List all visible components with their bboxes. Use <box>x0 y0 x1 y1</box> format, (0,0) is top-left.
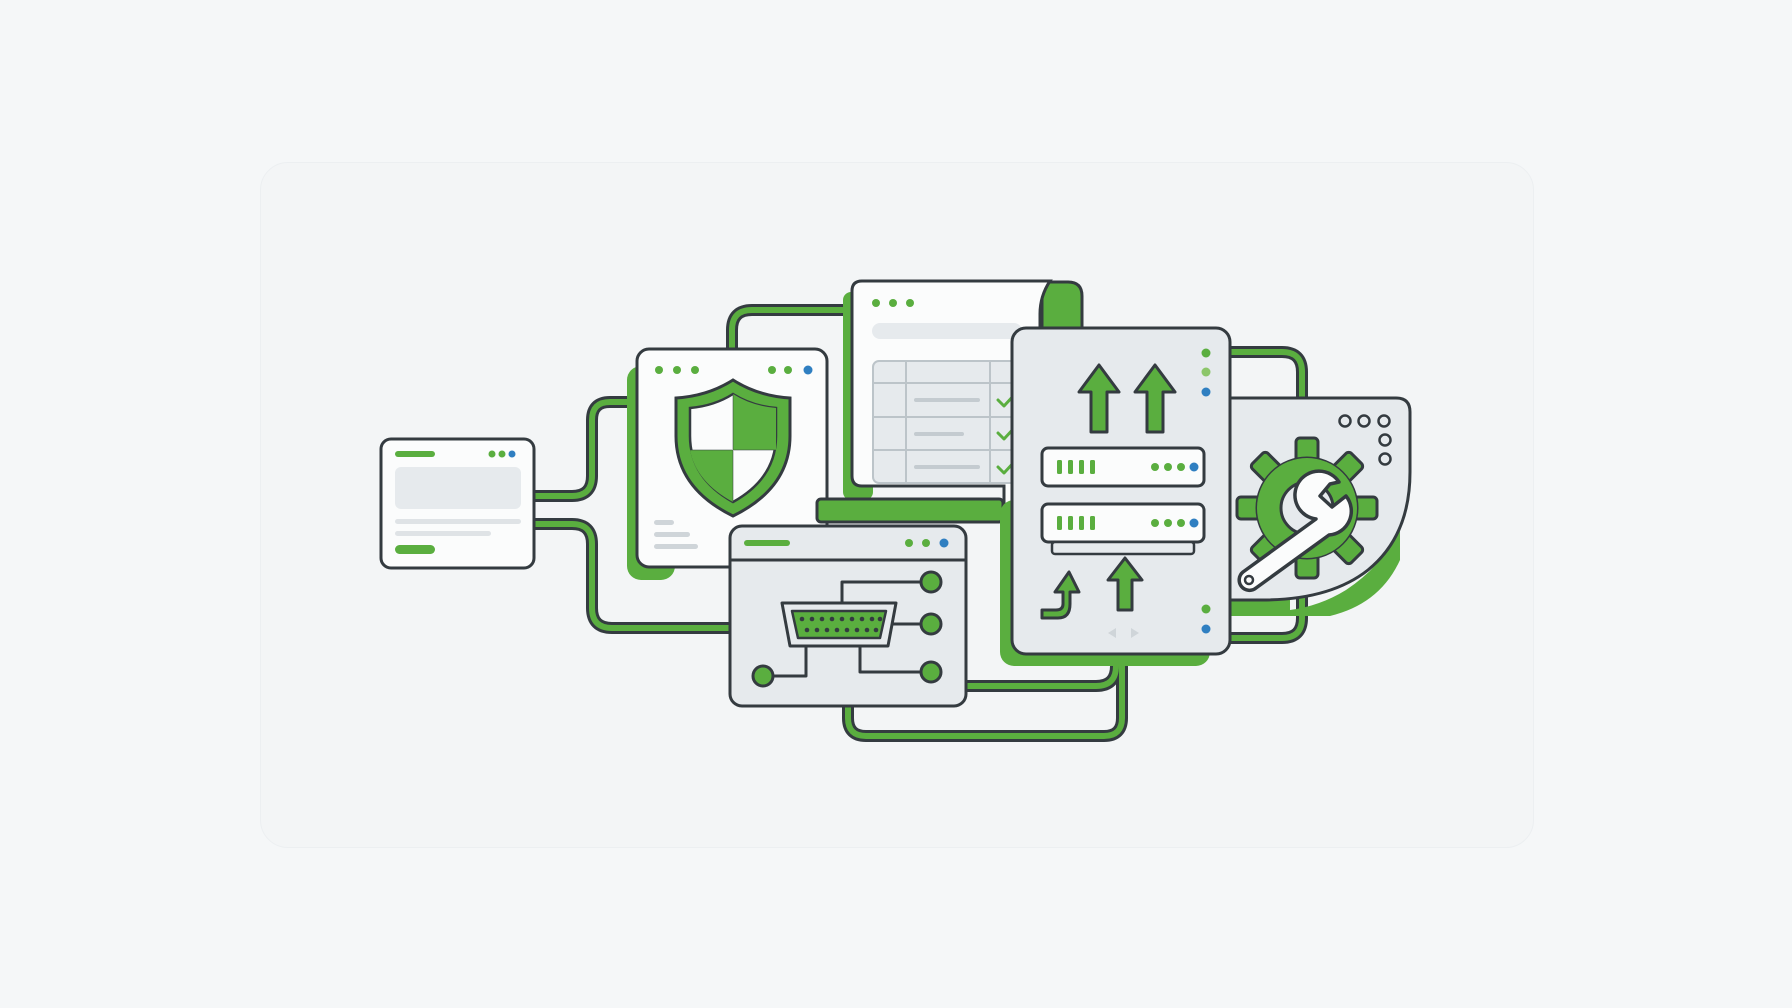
document-header-bar <box>872 323 1022 339</box>
connector-window <box>728 524 968 708</box>
data-table <box>872 360 1022 484</box>
connector-pipes <box>529 304 1308 742</box>
up-arrow-icon <box>1106 556 1144 612</box>
window-dot <box>922 539 930 547</box>
nav-arrow-icon <box>1108 628 1116 638</box>
browser-button <box>395 545 435 554</box>
window-dot <box>691 366 699 374</box>
window-dot <box>673 366 681 374</box>
up-arrow-icon <box>1133 363 1177 434</box>
window-dot <box>905 539 913 547</box>
shield-icon <box>674 378 792 518</box>
pipe-top <box>726 304 866 360</box>
status-dot <box>1201 387 1211 397</box>
browser-content-block <box>395 467 521 509</box>
window-dot <box>655 366 663 374</box>
text-line <box>914 432 964 436</box>
status-dot <box>1201 624 1211 634</box>
circuit-node <box>751 664 775 688</box>
window-dot <box>889 299 897 307</box>
status-dot <box>1201 604 1211 614</box>
browser-window-small <box>379 437 536 570</box>
document-base-bar <box>815 497 1005 524</box>
indicator-dot <box>1357 414 1371 428</box>
text-line <box>914 465 980 469</box>
indicator-dot <box>1378 433 1392 447</box>
indicator-dot <box>1377 414 1391 428</box>
text-line <box>395 519 521 524</box>
window-dot <box>803 365 813 375</box>
window-title-bar <box>744 540 790 546</box>
up-arrow-icon <box>1077 363 1121 434</box>
server-rack <box>1000 326 1232 666</box>
window-dot <box>784 366 792 374</box>
browser-title-bar <box>395 451 435 457</box>
circuit-node <box>919 570 943 594</box>
window-dot <box>768 366 776 374</box>
pipe-right-upper <box>1224 346 1308 404</box>
connector-port-icon <box>780 601 898 648</box>
text-line <box>654 532 690 537</box>
window-dot <box>872 299 880 307</box>
nav-arrow-icon <box>1131 628 1139 638</box>
window-dot <box>498 450 506 458</box>
server-unit <box>1040 502 1206 544</box>
window-dot <box>906 299 914 307</box>
security-window <box>627 347 829 580</box>
text-line <box>914 398 980 402</box>
window-dot <box>939 538 949 548</box>
indicator-dot <box>1378 452 1392 466</box>
status-dot <box>1201 367 1211 377</box>
wrench-icon <box>1237 469 1354 593</box>
window-dot <box>508 450 516 458</box>
circuit-node <box>919 612 943 636</box>
circuit-node <box>919 660 943 684</box>
status-dot <box>1201 348 1211 358</box>
curved-arrow-icon <box>1040 570 1081 620</box>
text-line <box>654 520 674 525</box>
window-dot <box>488 450 496 458</box>
server-unit <box>1040 446 1206 488</box>
indicator-dot <box>1338 414 1352 428</box>
text-line <box>654 544 698 549</box>
text-line <box>395 531 491 536</box>
settings-panel <box>1210 396 1412 616</box>
spreadsheet-document <box>815 279 1084 540</box>
